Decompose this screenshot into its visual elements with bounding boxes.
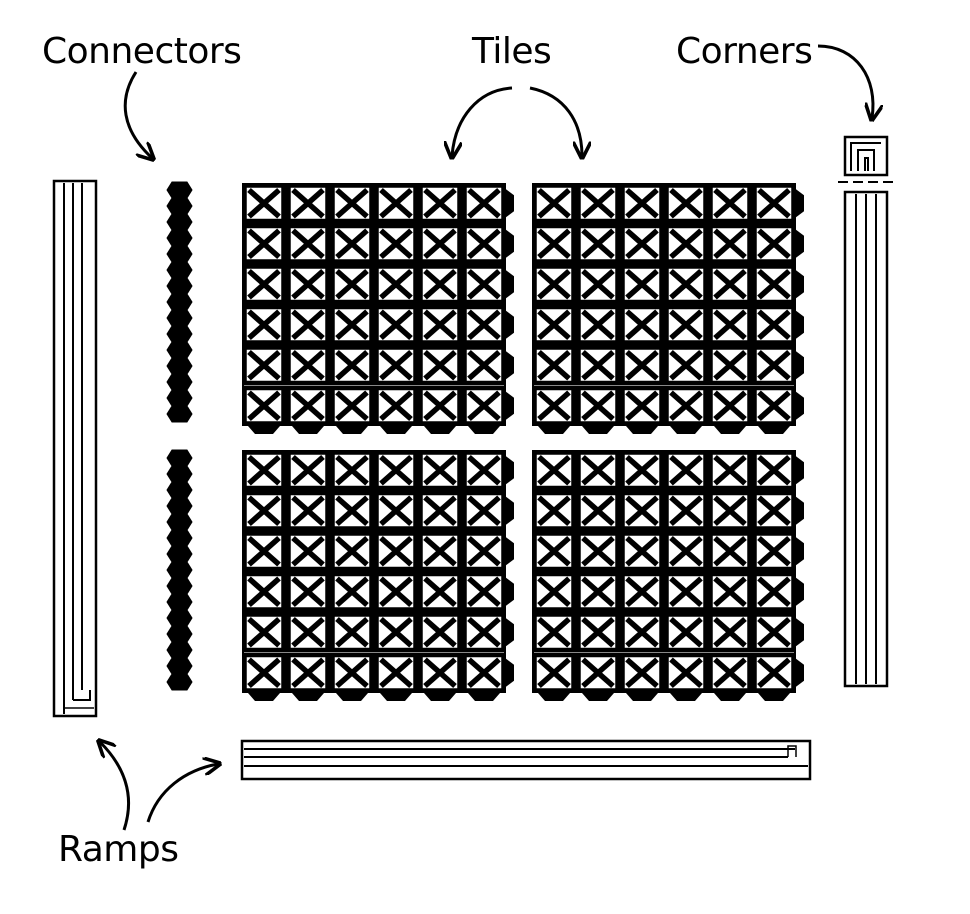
tile-3 — [242, 450, 514, 701]
ramp-horizontal-bottom — [240, 739, 812, 781]
connector-strip-bottom — [166, 449, 193, 691]
tile-4 — [532, 450, 804, 701]
connectors-label: Connectors — [42, 31, 242, 72]
corner-piece — [843, 135, 889, 177]
corners-label: Corners — [676, 31, 813, 72]
arrow-ramps-right — [146, 764, 218, 823]
arrow-connectors — [123, 71, 152, 158]
arrow-tiles-left — [452, 86, 513, 156]
tile-2 — [532, 183, 804, 434]
connector-strip-top — [166, 181, 193, 423]
ramp-vertical-right — [838, 181, 893, 688]
tile-group — [242, 183, 804, 701]
arrow-ramps-left — [100, 742, 130, 831]
arrow-tiles-right — [529, 86, 582, 156]
arrow-corners — [817, 44, 873, 118]
tiles-label: Tiles — [472, 31, 552, 72]
ramp-vertical-left — [52, 179, 98, 718]
ramps-label: Ramps — [58, 829, 179, 870]
tile-1 — [242, 183, 514, 434]
